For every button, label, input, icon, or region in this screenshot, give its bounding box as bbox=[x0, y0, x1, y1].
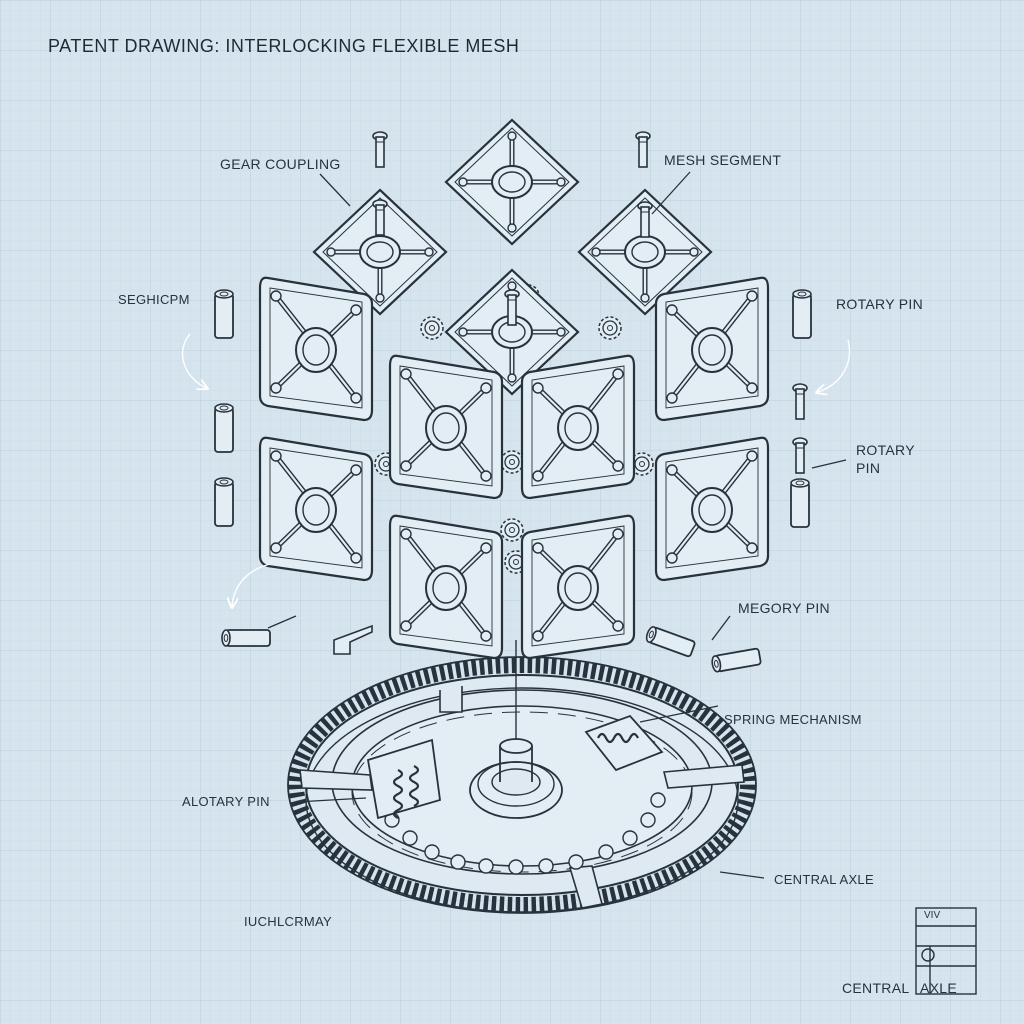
label-rotary-pin-2-line2: PIN bbox=[856, 460, 881, 476]
side-panel-inner-left-lower bbox=[390, 516, 502, 658]
label-iuchlcrmay: IUCHLCRMAY bbox=[244, 914, 332, 929]
label-central-axle: CENTRAL AXLE bbox=[774, 872, 874, 887]
ring-gear-base bbox=[287, 640, 757, 914]
pin-right-1 bbox=[792, 289, 812, 339]
title-block-code: VIV bbox=[924, 910, 941, 921]
loose-pins bbox=[214, 289, 812, 674]
side-panel-right-lower bbox=[656, 438, 768, 580]
title-block-left-text: CENTRAL bbox=[842, 980, 910, 996]
title-block-right-text: AXLE bbox=[920, 980, 957, 996]
label-megory-pin: MEGORY PIN bbox=[738, 600, 830, 616]
label-alotary-pin: ALOTARY PIN bbox=[182, 794, 270, 809]
label-rotary-pin-1: ROTARY PIN bbox=[836, 296, 924, 312]
drawing-title: PATENT DRAWING: INTERLOCKING FLEXIBLE ME… bbox=[48, 36, 520, 56]
label-gear-coupling: GEAR COUPLING bbox=[220, 156, 341, 172]
label-rotary-pin-2-line1: ROTARY bbox=[856, 442, 915, 458]
pin-bottom-left bbox=[221, 629, 271, 647]
side-panel-inner-left-upper bbox=[390, 356, 502, 498]
label-seghicpm: SEGHICPM bbox=[118, 292, 190, 307]
label-mesh-segment: MESH SEGMENT bbox=[664, 152, 782, 168]
side-panel-left-lower bbox=[260, 438, 372, 580]
side-panel-left-upper bbox=[260, 278, 372, 420]
spring-mechanism-left bbox=[366, 738, 441, 820]
spring-mechanism-right bbox=[584, 714, 664, 772]
side-panel-inner-right-upper bbox=[522, 356, 634, 498]
label-spring-mechanism: SPRING MECHANISM bbox=[724, 712, 862, 727]
pin-right-2 bbox=[790, 478, 810, 528]
pin-hook-left bbox=[333, 624, 373, 655]
side-panel-right-upper bbox=[656, 278, 768, 420]
side-panel-inner-right-lower bbox=[522, 516, 634, 658]
title-block bbox=[915, 907, 977, 995]
pin-left-1 bbox=[214, 289, 234, 339]
leader-lines bbox=[267, 171, 847, 879]
pin-left-3 bbox=[214, 477, 234, 527]
motion-arrows bbox=[181, 333, 851, 606]
pin-left-2 bbox=[214, 403, 234, 453]
